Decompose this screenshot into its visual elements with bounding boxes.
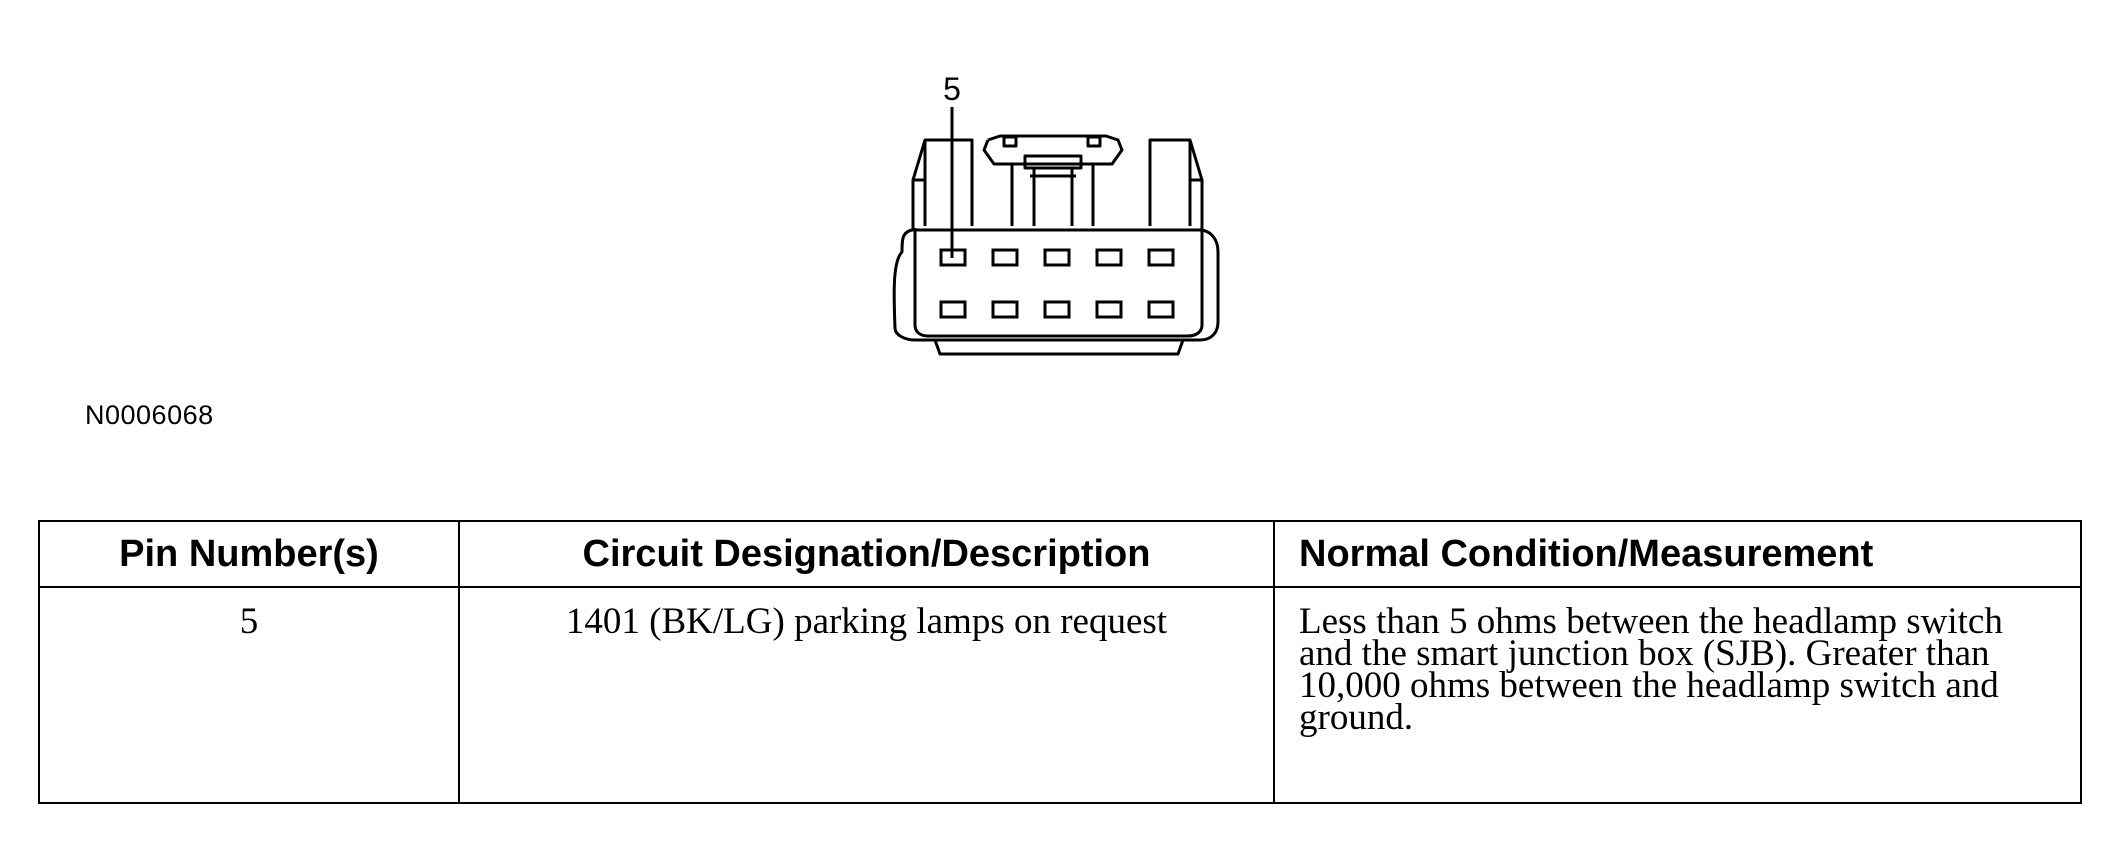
header-pin-numbers: Pin Number(s) [38,520,460,588]
latch-tab [1023,154,1083,170]
connector-left-tower [911,138,974,230]
cell-normal-condition: Less than 5 ohms between the headlamp sw… [1273,586,2082,804]
pin-cavity [1043,248,1071,267]
pin-cavity [1095,248,1123,267]
connector-body [892,228,1220,342]
connector-face [913,228,1204,338]
cell-pin-number: 5 [38,586,460,804]
table-row: 5 1401 (BK/LG) parking lamps on request … [38,586,2082,804]
locking-latch [987,134,1124,226]
pin-cavity [1095,300,1123,319]
connector-bottom-skirt [933,339,1185,356]
connector-right-tower [1148,138,1204,230]
cell-circuit-description: 1401 (BK/LG) parking lamps on request [458,586,1275,804]
table-header-row: Pin Number(s) Circuit Designation/Descri… [38,520,2082,588]
pin-5-callout: 5 [943,71,961,107]
header-normal-condition: Normal Condition/Measurement [1273,520,2082,588]
header-circuit-designation: Circuit Designation/Description [458,520,1275,588]
figure-id: N0006068 [85,400,214,430]
pin-cavity [991,300,1019,319]
pin-cavity [1147,248,1175,267]
pin-cavities [939,248,1175,319]
pin-cavity [1147,300,1175,319]
pin-cavity [1043,300,1071,319]
pin-cavity [939,248,967,267]
pin-table: Pin Number(s) Circuit Designation/Descri… [38,520,2082,804]
pin-cavity [939,300,967,319]
pin-cavity [991,248,1019,267]
